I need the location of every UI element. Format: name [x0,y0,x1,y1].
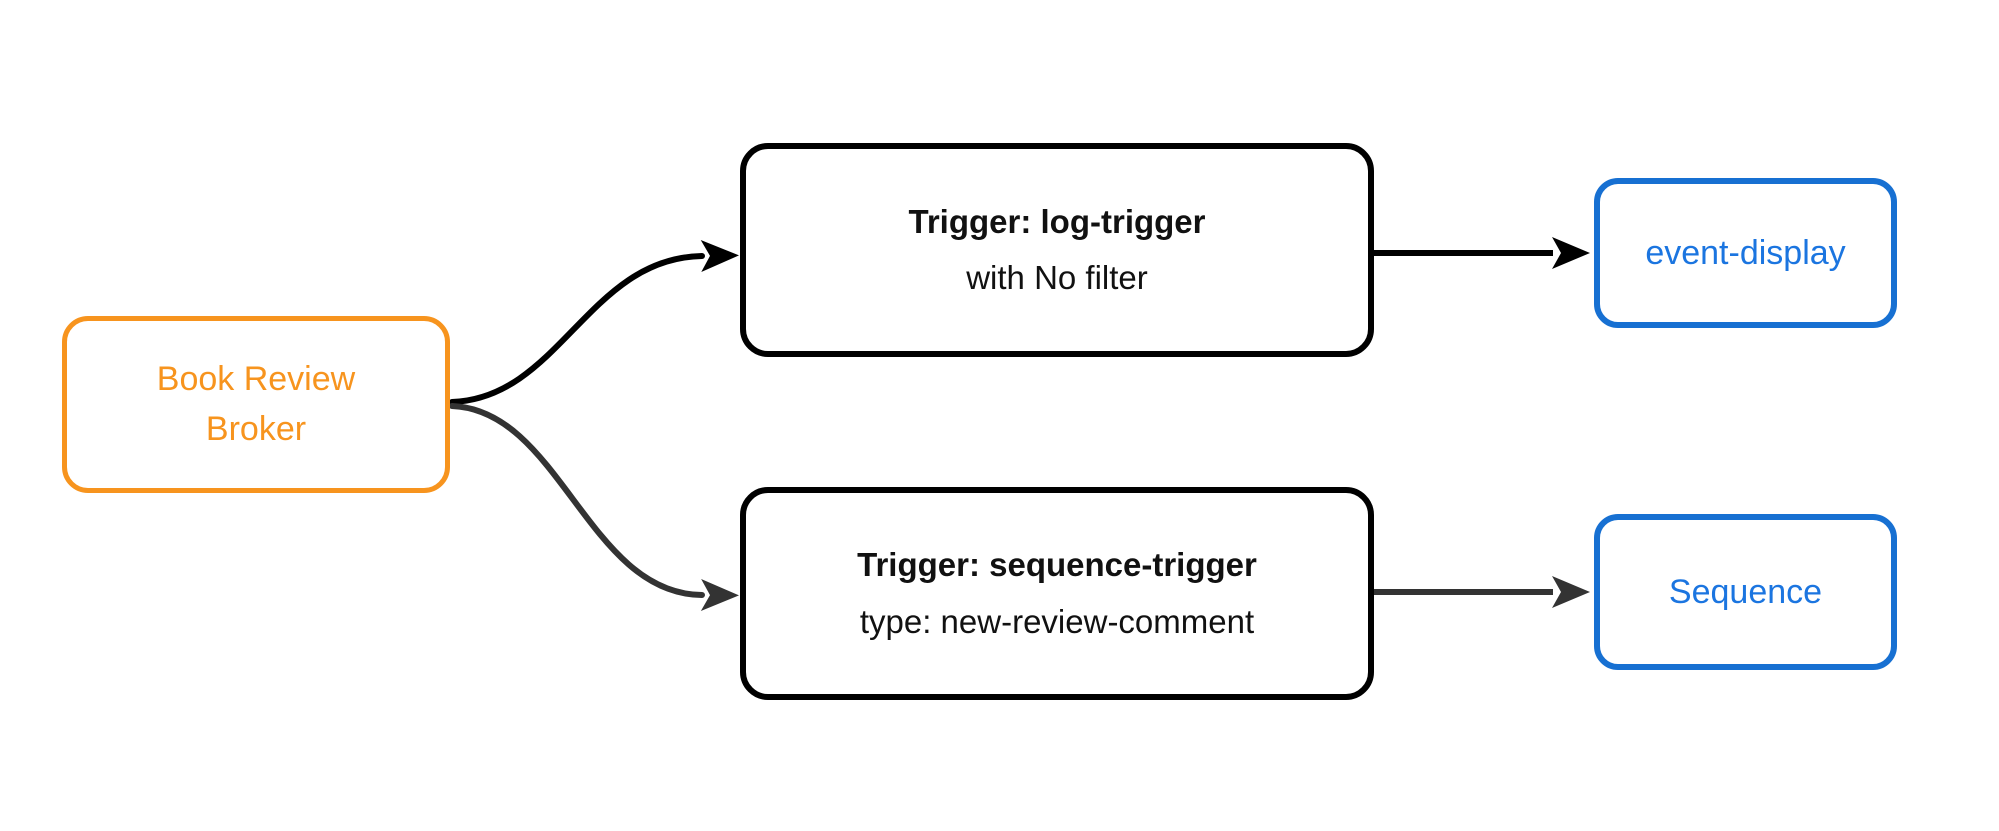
sequence-trigger-title: Trigger: sequence-trigger [857,546,1257,584]
log-trigger-subtitle: with No filter [966,259,1148,296]
sequence-label: Sequence [1668,572,1823,611]
node-book-review-broker: Book Review Broker [62,316,450,493]
node-event-display: event-display [1594,178,1897,328]
node-sequence-trigger: Trigger: sequence-trigger type: new-revi… [740,487,1374,700]
broker-label-line2: Broker [205,409,307,448]
log-trigger-title: Trigger: log-trigger [908,202,1206,240]
sequence-trigger-subtitle: type: new-review-comment [859,602,1255,640]
node-log-trigger: Trigger: log-trigger with No filter [740,143,1374,357]
node-sequence: Sequence [1594,514,1897,670]
event-display-label: event-display [1645,233,1846,272]
broker-label-line1: Book Review [156,360,356,399]
edge-broker-to-log-trigger [449,240,739,405]
edge-broker-to-sequence-trigger [449,403,739,611]
